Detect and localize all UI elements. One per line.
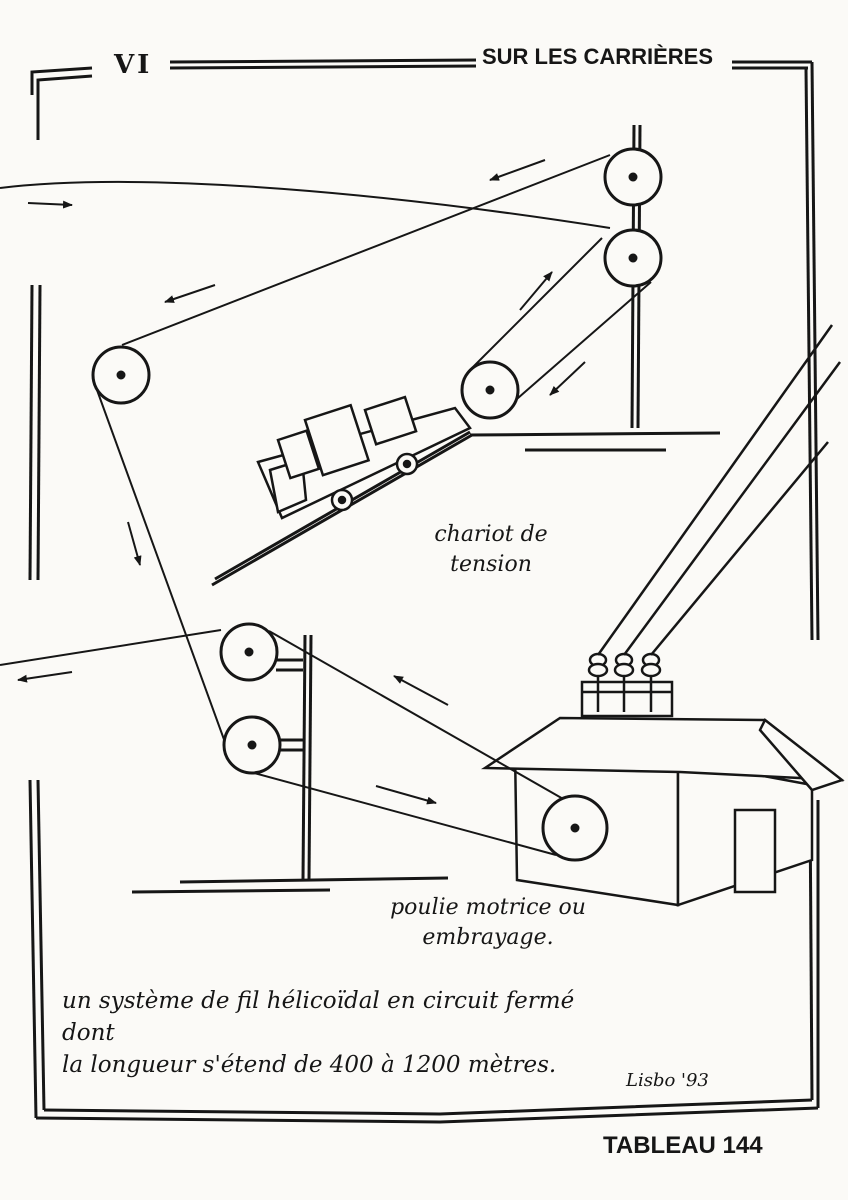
page-frame — [28, 58, 820, 1124]
label-line: tension — [450, 552, 532, 577]
bottom-pulley-tower — [131, 634, 449, 894]
power-house — [480, 652, 845, 907]
label-chariot-de-tension: chariot de tension — [426, 520, 556, 580]
pulley-carriage — [460, 360, 520, 420]
label-line: poulie motrice ou — [390, 895, 586, 920]
pulley-bottom-upper — [219, 622, 279, 682]
direction-arrows — [17, 159, 586, 805]
page-header: SUR LES CARRIÈRES — [476, 44, 720, 70]
section-numeral: VI — [108, 50, 159, 80]
pulley-drive — [541, 794, 609, 862]
page-footer: TABLEAU 144 — [603, 1132, 763, 1159]
arrow-left-upper — [489, 159, 546, 181]
arrow-up-ramp — [519, 271, 553, 311]
cable-loop — [0, 154, 652, 856]
caption-line: un système de fil hélicoïdal en circuit … — [62, 988, 575, 1046]
artist-signature: Lisbo '93 — [626, 1070, 709, 1091]
label-line: embrayage. — [422, 925, 554, 950]
arrow-up-house — [393, 675, 449, 706]
label-line: chariot de — [434, 522, 548, 547]
power-lines — [596, 324, 842, 656]
pulleys — [91, 147, 663, 862]
diagram-caption: un système de fil hélicoïdal en circuit … — [62, 985, 622, 1081]
arrow-left-bottom — [17, 671, 73, 683]
pulley-top-upper — [603, 147, 663, 207]
pulley-bottom-lower — [222, 715, 282, 775]
pulley-left — [91, 345, 151, 405]
insulator-middle — [613, 652, 635, 712]
arrow-down-ramp — [549, 361, 586, 396]
arrow-down-left — [127, 521, 142, 566]
tension-carriage — [256, 395, 472, 520]
arrow-right-top — [27, 200, 73, 209]
arrow-right-house — [375, 785, 437, 805]
label-poulie-motrice: poulie motrice ou embrayage. — [388, 893, 588, 953]
arrow-left-mid — [164, 284, 216, 303]
pulley-top-lower — [603, 228, 663, 288]
caption-line: la longueur s'étend de 400 à 1200 mètres… — [62, 1052, 557, 1078]
